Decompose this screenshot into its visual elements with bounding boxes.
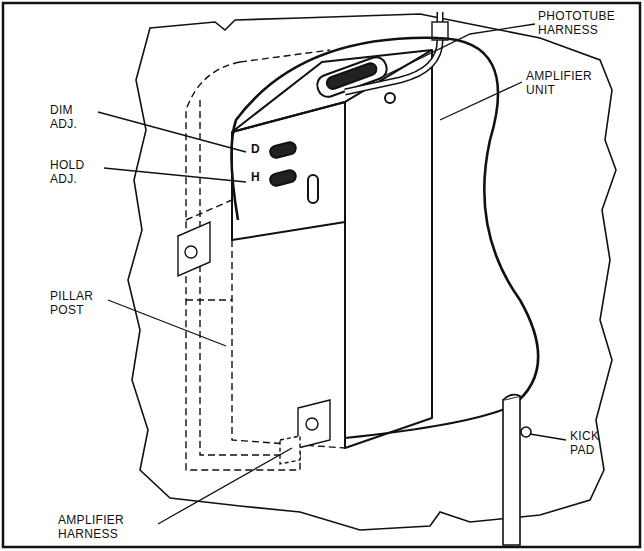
part-label: AMPLIFIER UNIT: [526, 70, 616, 98]
amplifier-unit-drawing: [232, 50, 432, 448]
part-label: PHOTOTUBE HARNESS: [538, 10, 628, 38]
leader-line: [98, 24, 566, 524]
harness-wire: [345, 406, 512, 438]
part-label: HOLD ADJ.: [50, 159, 102, 187]
mounting-bracket: [178, 222, 210, 276]
harness-connector: [280, 400, 330, 464]
control-marking: H: [251, 171, 260, 185]
control-marking: D: [251, 143, 260, 157]
harness-wire: [231, 38, 538, 406]
part-label: PILLAR POST: [50, 290, 106, 318]
figure-border: [3, 3, 640, 547]
part-label: KICK PAD: [570, 430, 626, 458]
wall-cutaway-outline: [128, 14, 616, 530]
part-label: AMPLIFIER HARNESS: [58, 514, 156, 542]
kick-pad-drawing: [503, 395, 531, 545]
part-label: DIM ADJ.: [50, 104, 96, 132]
